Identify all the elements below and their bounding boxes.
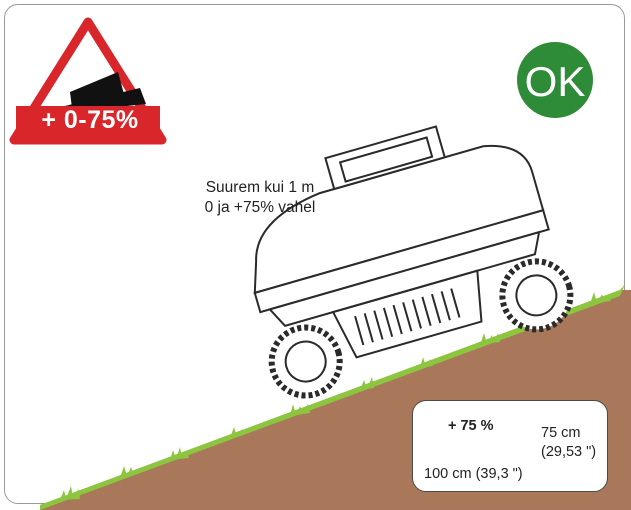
- slope-rise-label: 75 cm: [541, 425, 581, 441]
- grass-blades: [60, 292, 611, 500]
- ok-badge-label: OK: [524, 58, 586, 105]
- caption-line-1: Suurem kui 1 m: [205, 179, 315, 196]
- warning-sign-label: + 0-75%: [41, 106, 139, 134]
- rear-wheel: [268, 324, 343, 399]
- slope-rise-inch-label: (29,53 "): [541, 444, 597, 460]
- slope-info-box: [412, 400, 608, 492]
- warning-sign: [9, 17, 167, 145]
- ok-badge-circle: [517, 42, 593, 118]
- slope-percent-label: + 75 %: [448, 418, 494, 434]
- mower-illustration: [253, 125, 574, 399]
- slope-run-label: 100 cm (39,3 "): [424, 466, 523, 482]
- front-wheel: [499, 258, 574, 333]
- caption-line-2: 0 ja +75% vahel: [204, 199, 316, 216]
